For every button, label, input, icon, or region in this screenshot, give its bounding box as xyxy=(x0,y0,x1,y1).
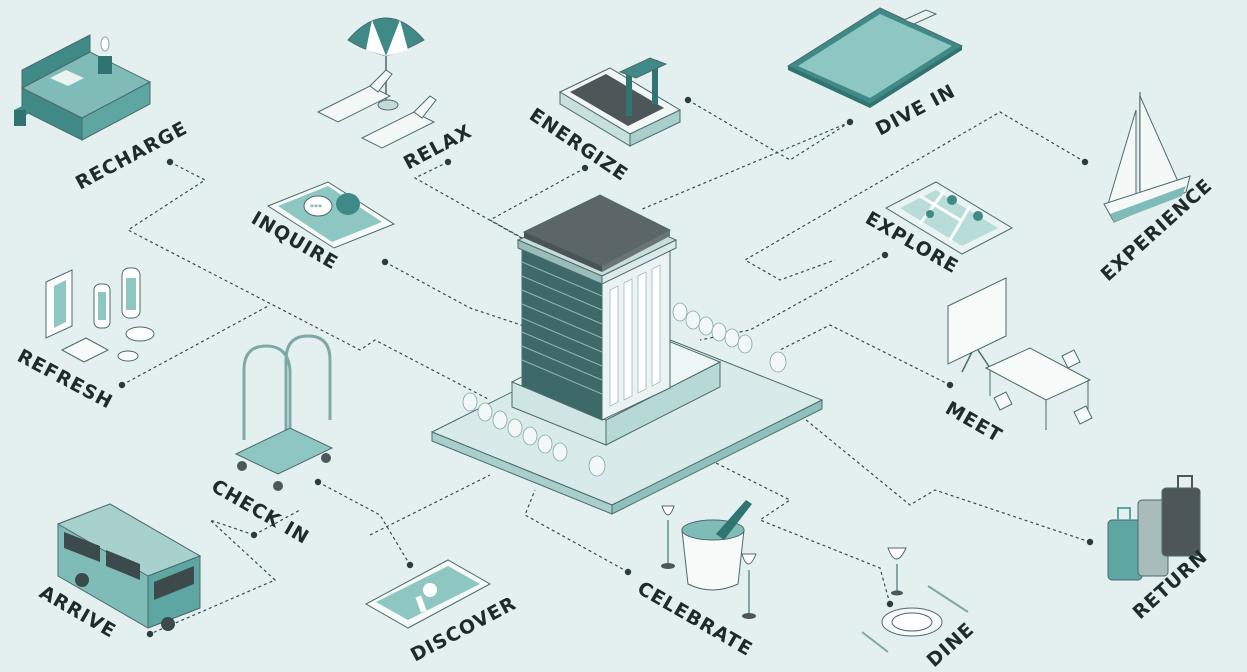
discover-node: DISCOVER xyxy=(364,559,520,666)
phone-key-icon xyxy=(364,559,492,629)
inquire-node: *** INQUIRE xyxy=(248,181,396,274)
luggage-cart-icon xyxy=(234,334,334,491)
phone-chat-icon: *** xyxy=(266,181,396,249)
energize-node: ENERGIZE xyxy=(525,57,692,186)
arrive-dot xyxy=(146,630,154,638)
recharge-node: RECHARGE xyxy=(14,34,191,194)
dive-in-node: DIVE IN xyxy=(786,7,964,140)
bed-icon xyxy=(14,34,152,141)
celebrate-dot xyxy=(624,568,632,576)
explore-dot xyxy=(881,251,889,259)
check-in-dot xyxy=(314,478,322,486)
energize-dot-2 xyxy=(684,96,692,104)
experience-dot xyxy=(1081,158,1089,166)
champagne-icon xyxy=(661,500,757,619)
arrive-node: ARRIVE xyxy=(36,503,202,643)
celebrate-label: CELEBRATE xyxy=(634,577,757,661)
refresh-node: REFRESH xyxy=(14,267,155,414)
dining-icon xyxy=(861,547,969,653)
return-dot xyxy=(1086,538,1094,546)
relax-dot xyxy=(444,158,452,166)
beach-umbrella-icon xyxy=(316,17,437,149)
dine-dot xyxy=(886,600,894,608)
sailboat-icon xyxy=(1103,92,1191,223)
explore-node: EXPLORE xyxy=(862,181,1014,278)
discover-dot xyxy=(406,561,414,569)
hotel-building-icon xyxy=(430,194,824,515)
celebrate-node: CELEBRATE xyxy=(624,500,757,661)
treadmill-icon xyxy=(558,57,682,147)
van-icon xyxy=(56,503,202,631)
energize-dot xyxy=(581,164,589,172)
relax-node: RELAX xyxy=(316,17,476,174)
experience-node: EXPERIENCE xyxy=(1081,92,1217,286)
refresh-label: REFRESH xyxy=(14,345,117,414)
meet-node: MEET xyxy=(942,277,1093,447)
refresh-dot xyxy=(118,381,126,389)
meet-label: MEET xyxy=(942,397,1007,447)
svg-text:***: *** xyxy=(310,203,322,212)
presentation-icon xyxy=(947,277,1093,430)
toiletries-icon xyxy=(45,267,155,363)
meet-dot xyxy=(946,381,954,389)
dive-in-dot xyxy=(846,118,854,126)
inquire-dot xyxy=(381,258,389,266)
pool-icon xyxy=(786,7,964,108)
check-in-dot-2 xyxy=(250,531,258,539)
recharge-dot xyxy=(166,158,174,166)
return-node: RETURN xyxy=(1086,475,1212,624)
map-icon xyxy=(884,181,1014,255)
suitcase-icon xyxy=(1107,475,1201,581)
dine-node: DINE xyxy=(861,547,979,672)
check-in-node: CHECK IN xyxy=(208,334,334,549)
